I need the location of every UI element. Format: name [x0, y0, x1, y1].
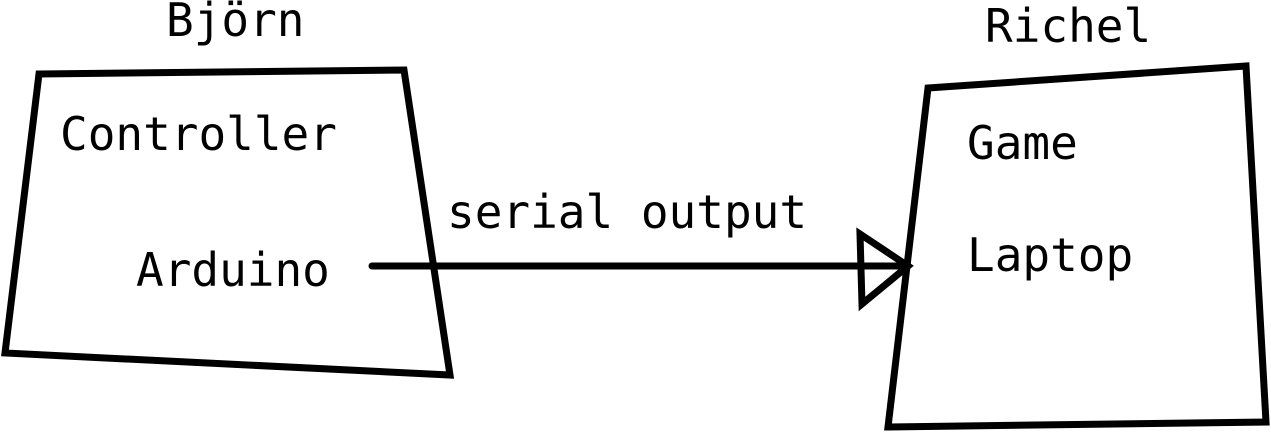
left-node: Björn Controller Arduino	[1, 0, 455, 379]
left-node-owner-label: Björn	[166, 0, 304, 47]
right-node-subtitle: Laptop	[967, 228, 1133, 282]
left-node-subtitle: Arduino	[136, 243, 330, 297]
left-node-title: Controller	[60, 107, 337, 161]
right-node-outline	[884, 62, 1270, 431]
left-node-outline	[1, 66, 455, 379]
right-node-title: Game	[967, 116, 1078, 170]
connection-arrow: serial output	[368, 185, 914, 312]
arrow-head	[856, 227, 914, 312]
connection-label: serial output	[447, 185, 807, 239]
right-node: Richel Game Laptop	[884, 0, 1270, 431]
right-node-owner-label: Richel	[985, 0, 1151, 53]
